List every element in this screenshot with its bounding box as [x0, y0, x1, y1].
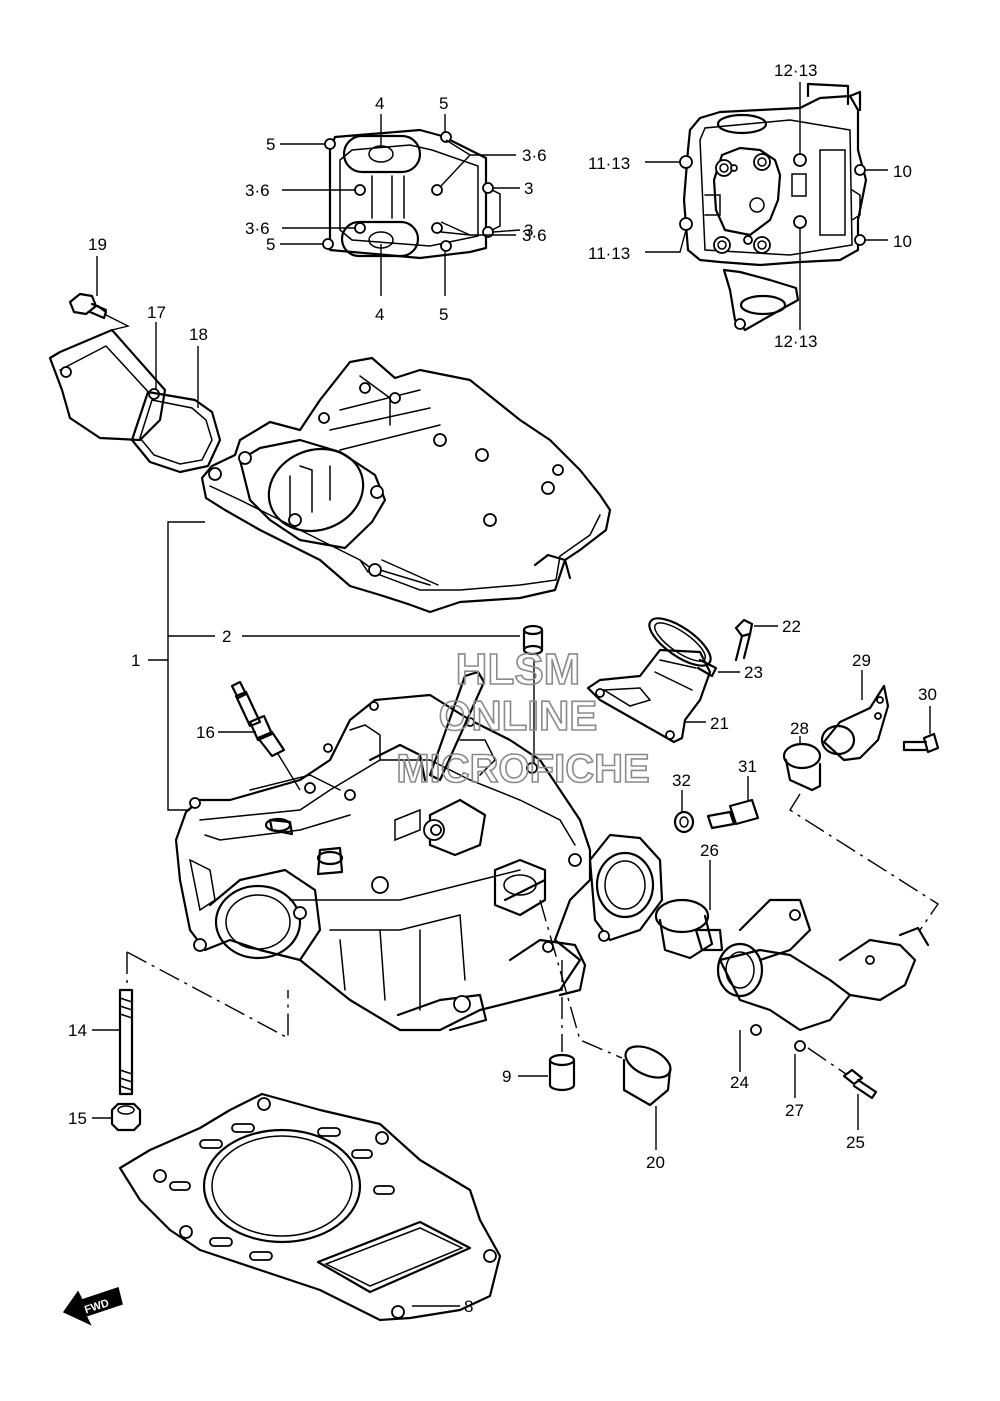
cap-17 [48, 328, 167, 442]
thermostat-housing [588, 833, 664, 942]
callout-28: 28 [790, 719, 809, 738]
callout-16: 16 [196, 723, 215, 742]
washer-32 [673, 810, 695, 834]
watermark-line-3: MICROFICHE [396, 747, 649, 791]
clamp-23 [648, 617, 718, 678]
callout-2: 2 [222, 627, 231, 646]
bolt-25 [842, 1068, 878, 1100]
callout-27: 27 [785, 1101, 804, 1120]
callout-5-bottom: 5 [439, 305, 448, 324]
dowel-pin-2 [522, 624, 544, 656]
grommet-28 [782, 742, 822, 792]
callout-1: 1 [131, 651, 140, 670]
callout-32: 32 [672, 771, 691, 790]
callout-3-right-top: 3 [524, 179, 533, 198]
callout-4-bottom: 4 [375, 305, 384, 324]
gasket-18 [130, 390, 222, 474]
callout-11-13-bottom: 11·13 [588, 244, 630, 263]
bracket-29 [820, 684, 890, 762]
bolt-19 [68, 292, 108, 320]
callout-19: 19 [88, 235, 107, 254]
dowel-9 [548, 1053, 576, 1092]
callout-17: 17 [147, 303, 166, 322]
callout-20: 20 [646, 1153, 665, 1172]
callout-23: 23 [744, 663, 763, 682]
cover-bolt-leaders [280, 114, 521, 296]
thermostat-26 [654, 898, 724, 960]
fwd-arrow-icon: FWD [62, 1287, 123, 1326]
callout-10-top: 10 [893, 162, 912, 181]
cylinder-head [174, 693, 592, 1032]
callout-4-top: 4 [375, 94, 384, 113]
callout-30: 30 [918, 685, 937, 704]
callout-12-13-bottom: 12·13 [774, 332, 817, 351]
intake-pipe-21 [586, 648, 712, 744]
callout-12-13-top: 12·13 [774, 61, 817, 80]
cover-bolt-pattern-view [322, 128, 501, 260]
callout-3-right-bottom: 3 [524, 221, 533, 240]
screw-22 [734, 618, 754, 662]
head-bolt-pattern-view [679, 82, 868, 332]
callout-11-13-top: 11·13 [588, 154, 630, 173]
callout-14: 14 [68, 1021, 87, 1040]
spark-plug-16 [230, 680, 286, 758]
head-bolt-leaders [645, 82, 888, 330]
nut-15 [110, 1102, 142, 1132]
callout-3-6-right-bottom: 3·6 [522, 226, 547, 245]
thermostat-cover-24 [716, 898, 930, 1052]
callout-9: 9 [502, 1067, 511, 1086]
sensor-31 [706, 798, 760, 830]
callout-15: 15 [68, 1109, 87, 1128]
head-gasket-8 [118, 1092, 502, 1322]
bracket-1 [167, 521, 205, 811]
plug-20 [622, 1045, 672, 1107]
watermark-line-2: ONLINE [439, 692, 598, 739]
callout-21: 21 [710, 714, 729, 733]
stud-bolt-14 [118, 988, 134, 1096]
watermark-line-1: HLSM [456, 645, 581, 694]
callout-24: 24 [730, 1073, 749, 1092]
callout-5-left-top: 5 [266, 135, 275, 154]
callout-5-top: 5 [439, 94, 448, 113]
callout-3-6-left-top: 3·6 [245, 181, 270, 200]
cylinder-head-cover [200, 356, 612, 614]
callout-10-bottom: 10 [893, 232, 912, 251]
callout-5-left-bottom: 5 [266, 235, 275, 254]
callout-22: 22 [782, 617, 801, 636]
callout-25: 25 [846, 1133, 865, 1152]
callout-18: 18 [189, 325, 208, 344]
plug-tube [428, 670, 486, 782]
watermark: HLSM ONLINE MICROFICHE [396, 644, 651, 792]
bolt-30 [902, 732, 940, 754]
callout-26: 26 [700, 841, 719, 860]
callout-3-6-left-bottom: 3·6 [245, 219, 270, 238]
callout-29: 29 [852, 651, 871, 670]
callout-31: 31 [738, 757, 757, 776]
callout-3-6-right-top: 3·6 [522, 146, 547, 165]
callout-8: 8 [464, 1297, 473, 1316]
